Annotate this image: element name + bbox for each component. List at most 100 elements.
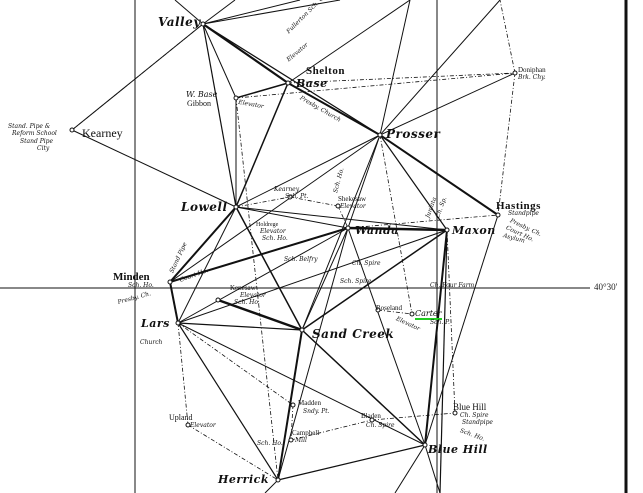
station-lowell: Lowell — [181, 200, 228, 214]
label-shekesaw-sub: Elevator — [340, 203, 366, 210]
auxiliary-sight-line — [177, 322, 294, 406]
triangulation-line — [347, 134, 381, 229]
auxiliary-sight-line — [287, 72, 516, 84]
parallel-label: 40°30' — [594, 282, 618, 292]
label-carter-sub: Sch. P. — [430, 319, 450, 326]
triangulation-line — [301, 227, 349, 331]
station-minden: Minden — [113, 271, 150, 283]
triangulation-line — [287, 0, 411, 84]
station-marker-icon — [495, 212, 501, 218]
label-hastings-sub1: Standpipe — [508, 210, 539, 217]
station-marker-icon — [287, 194, 293, 200]
auxiliary-sight-line — [235, 97, 279, 481]
station-marker-icon — [444, 227, 450, 233]
station-marker-icon — [422, 442, 428, 448]
triangulation-line — [301, 229, 448, 331]
label-minden-sub1: Sch. Ho. — [128, 282, 154, 289]
triangulation-line — [169, 281, 179, 324]
station-base: Base — [296, 77, 328, 90]
label-holdrege-sub2: Sch. Ho. — [262, 235, 288, 242]
label-kenesaw: Kenesaw — [230, 284, 256, 292]
label-doniphan-sub: Brk. Chy. — [518, 74, 546, 81]
station-sand-creek: Sand Creek — [312, 327, 395, 341]
station-marker-icon — [345, 225, 351, 231]
label-kearney-sp4: City — [37, 145, 50, 152]
station-marker-icon — [452, 410, 458, 416]
label-madden-sub: Sndy. Pt. — [303, 408, 330, 415]
station-blue-hill: Blue Hill — [428, 443, 488, 456]
station-gibbon: Gibbon — [187, 99, 211, 108]
triangulation-line — [347, 227, 426, 446]
label-sch-belfry: Sch. Belfry — [284, 256, 318, 263]
auxiliary-sight-line — [377, 309, 413, 315]
label-bluehill-sub1: Ch. Spire — [460, 412, 489, 419]
triangulation-line — [177, 322, 279, 481]
auxiliary-sight-line — [177, 322, 189, 426]
triangulation-line — [202, 0, 236, 25]
triangulation-line — [202, 0, 341, 25]
label-church: Church — [140, 339, 163, 346]
triangulation-line — [202, 23, 237, 99]
triangulation-line — [379, 134, 499, 216]
label-kearney-sp2: Reform School — [12, 130, 57, 137]
station-herrick: Herrick — [218, 473, 269, 486]
label-madden: Madden — [298, 399, 321, 407]
triangulation-line — [235, 206, 349, 229]
label-holdrege: Holdrege — [256, 222, 279, 228]
triangulation-line — [235, 206, 448, 231]
triangulation-line — [177, 322, 426, 446]
triangulation-line — [177, 322, 303, 331]
label-kearney-pt-sub: Sch. Pt. — [285, 193, 309, 200]
station-lars: Lars — [141, 317, 170, 330]
auxiliary-sight-line — [235, 72, 516, 99]
auxiliary-sight-line — [71, 23, 204, 131]
label-sch-spire: Sch. Spire — [340, 278, 372, 285]
label-campbell: Campbell — [292, 429, 320, 437]
label-kenesaw-sub1: Elevator — [240, 292, 266, 299]
triangulation-line — [202, 23, 381, 136]
label-bluehill-sub2: Standpipe — [462, 419, 493, 426]
station-marker-icon — [215, 297, 221, 303]
triangulation-line — [301, 134, 381, 331]
label-bluehill-town: Blue Hill — [453, 402, 487, 412]
label-bladen-sub: Ch. Spire — [366, 422, 395, 429]
triangulation-line — [169, 134, 381, 283]
triangulation-line — [202, 23, 237, 208]
auxiliary-sight-line — [235, 196, 291, 208]
label-kenesaw-sub2: Sch. Ho. — [234, 299, 260, 306]
label-ch-spire: Ch. Spire — [352, 260, 381, 267]
station-marker-icon — [377, 132, 383, 138]
label-sch-ho2: Sch. Ho. — [257, 440, 283, 447]
triangulation-line — [277, 329, 303, 481]
triangulation-line — [235, 82, 289, 208]
station-marker-icon — [290, 402, 296, 408]
triangulation-line — [424, 444, 441, 493]
station-shelton: Shelton — [306, 65, 345, 77]
triangulation-line — [202, 23, 289, 84]
triangulation-line — [235, 134, 381, 208]
station-kearney: Kearney — [82, 126, 123, 140]
triangulation-line — [379, 134, 448, 231]
station-marker-icon — [512, 70, 518, 76]
station-marker-icon — [375, 307, 381, 313]
station-marker-icon — [200, 21, 206, 27]
label-kearney-pt: Kearney — [274, 186, 300, 193]
auxiliary-sight-line — [347, 214, 499, 229]
station-marker-icon — [167, 279, 173, 285]
station-marker-icon — [185, 422, 191, 428]
station-maxon: Maxon — [452, 224, 496, 237]
label-carter: Carter — [415, 309, 442, 320]
auxiliary-sight-line — [290, 404, 294, 441]
auxiliary-sight-line — [499, 0, 516, 74]
triangulation-line — [169, 227, 349, 283]
triangulation-line — [277, 444, 426, 481]
triangulation-line — [177, 229, 448, 324]
station-marker-icon — [369, 417, 375, 423]
triangulation-line — [169, 206, 237, 283]
station-hastings: Hastings — [496, 200, 541, 212]
auxiliary-sight-line — [497, 72, 516, 216]
triangulation-line — [439, 229, 448, 493]
station-marker-icon — [288, 437, 294, 443]
triangulation-line — [277, 227, 349, 481]
